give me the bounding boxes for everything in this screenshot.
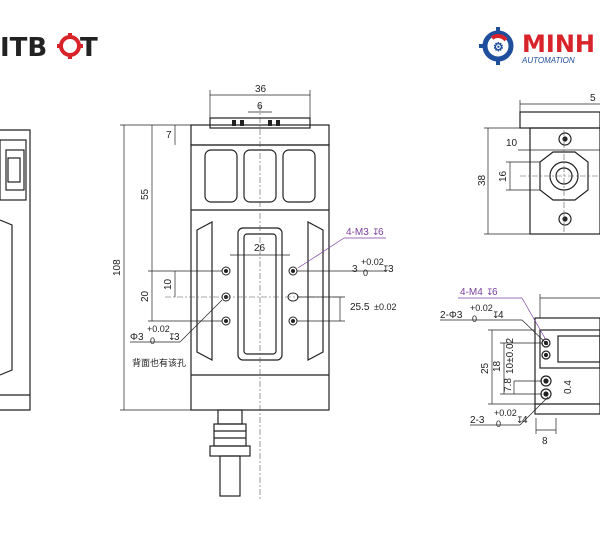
centerlines bbox=[165, 105, 345, 500]
side-dim-18: 18 bbox=[492, 360, 503, 372]
dim-top: 7 bbox=[166, 130, 172, 141]
side-dim-10: 10±0.02 bbox=[505, 337, 516, 374]
back-note: 背面也有该孔 bbox=[132, 357, 186, 368]
dim-20: 20 bbox=[140, 290, 151, 302]
hole-label-m3: 4-M3 bbox=[346, 227, 369, 238]
left-logo-tail: T bbox=[80, 33, 98, 63]
dim-26: 26 bbox=[254, 243, 266, 254]
top-flange bbox=[519, 111, 600, 129]
top-dim-38: 38 bbox=[477, 174, 488, 186]
svg-text:⚙: ⚙ bbox=[493, 40, 504, 54]
gear-icon bbox=[57, 33, 83, 59]
right-logo-subtext: AUTOMATION bbox=[521, 56, 575, 65]
pin-tol-bot: 0 bbox=[363, 268, 368, 278]
phi-tol-bot: 0 bbox=[150, 336, 155, 346]
dim-total: 108 bbox=[112, 259, 123, 276]
pin-dim: 3 bbox=[352, 264, 358, 275]
svg-text:↧: ↧ bbox=[372, 227, 380, 237]
phi-label: Φ3 bbox=[130, 332, 144, 343]
front-leader bbox=[130, 270, 385, 343]
top-view: 5 10 38 16 bbox=[477, 93, 600, 235]
top-dim-16: 16 bbox=[498, 170, 509, 182]
side-view: 4-M4 ↧ 6 2-Φ3 +0.02 0 ↧ 4 25 18 10±0.02 … bbox=[440, 287, 600, 447]
side-dim-7-8: 7.8 bbox=[503, 378, 514, 392]
gear-icon: ⚙ bbox=[479, 27, 514, 65]
pitch-tol: ±0.02 bbox=[374, 302, 396, 312]
side-hole-depth: 6 bbox=[492, 287, 498, 298]
side-slot-tol-bot: 0 bbox=[496, 419, 501, 429]
connector-ring bbox=[209, 445, 251, 457]
rail-right bbox=[307, 221, 324, 361]
left-logo-text: ITB bbox=[0, 33, 47, 63]
svg-text:↧: ↧ bbox=[168, 332, 176, 342]
dim-width: 36 bbox=[255, 84, 267, 95]
dim-55: 55 bbox=[140, 188, 151, 200]
svg-text:↧: ↧ bbox=[382, 264, 390, 274]
pin-depth: 3 bbox=[388, 264, 394, 275]
dim-10: 10 bbox=[163, 278, 174, 290]
side-slot-depth: 4 bbox=[522, 415, 528, 426]
hole-depth-m3: 6 bbox=[378, 227, 384, 238]
rail-left bbox=[196, 221, 213, 361]
front-dim-lines bbox=[120, 90, 345, 411]
front-view: 36 6 7 55 108 20 10 26 4-M3 ↧ 6 3 +0.02 … bbox=[112, 84, 396, 500]
side-slot-tol-top: +0.02 bbox=[494, 408, 517, 418]
left-logo: ITB T bbox=[0, 33, 98, 63]
left-partial-view bbox=[0, 129, 31, 411]
svg-text:↧: ↧ bbox=[516, 415, 524, 425]
connector-cable bbox=[219, 455, 241, 497]
side-dim-25: 25 bbox=[480, 362, 491, 374]
side-slot-inner bbox=[557, 335, 600, 363]
connector-base bbox=[217, 409, 243, 425]
svg-text:↧: ↧ bbox=[486, 287, 494, 297]
phi-tol-top: +0.02 bbox=[147, 324, 170, 334]
side-phi-tol-bot: 0 bbox=[472, 314, 477, 324]
pin-tol-top: +0.02 bbox=[361, 257, 384, 267]
side-slot bbox=[539, 329, 600, 369]
svg-text:↧: ↧ bbox=[492, 310, 500, 320]
top-dim-10: 10 bbox=[506, 138, 518, 149]
side-phi-label: 2-Φ3 bbox=[440, 310, 463, 321]
finger-window-right bbox=[282, 149, 316, 203]
right-logo-text: MINH bbox=[522, 30, 595, 58]
side-body bbox=[534, 317, 600, 415]
finger-window-left bbox=[204, 149, 238, 203]
side-slot-label: 2-3 bbox=[470, 415, 485, 426]
right-logo: ⚙ MINH AUTOMATION bbox=[479, 27, 595, 65]
top-dim-right: 5 bbox=[590, 93, 596, 104]
connector-nut bbox=[213, 423, 247, 447]
dim-slot: 6 bbox=[257, 101, 263, 112]
side-phi-depth: 4 bbox=[498, 310, 504, 321]
side-phi-tol-top: +0.02 bbox=[470, 303, 493, 313]
front-leader-purple bbox=[297, 237, 386, 269]
jaw-teeth bbox=[232, 120, 280, 126]
side-hole-label: 4-M4 bbox=[460, 287, 483, 298]
top-hex bbox=[539, 151, 589, 201]
side-dim-8: 8 bbox=[542, 436, 548, 447]
side-dim-0-4: 0.4 bbox=[563, 380, 574, 394]
phi-depth: 3 bbox=[174, 332, 180, 343]
pitch-25-5: 25.5 bbox=[350, 302, 370, 313]
